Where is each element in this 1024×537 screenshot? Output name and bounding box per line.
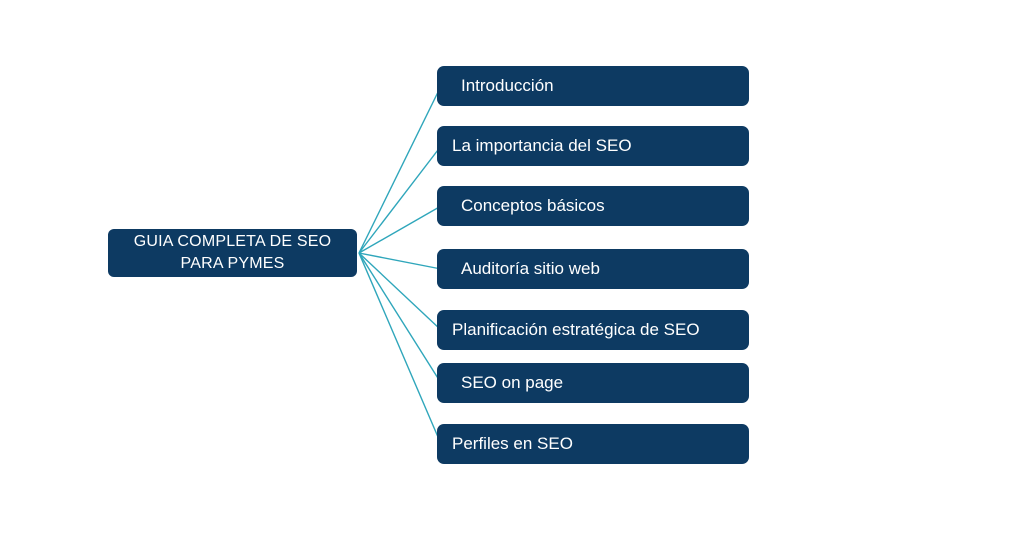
topic-node-label: Conceptos básicos — [461, 196, 605, 215]
topic-node-label: Auditoría sitio web — [461, 259, 600, 278]
connector-line-conceptos — [358, 205, 442, 254]
connector-line-introduccion — [358, 85, 442, 254]
connector-line-planificacion — [358, 252, 442, 331]
connector-line-auditoria — [358, 252, 442, 270]
topic-node-label: La importancia del SEO — [452, 136, 632, 155]
connector-line-importancia — [358, 145, 442, 254]
topic-node-label: Perfiles en SEO — [452, 434, 573, 453]
connector-line-perfiles — [358, 252, 442, 445]
topic-node-planificacion-estrategica[interactable]: Planificación estratégica de SEO — [437, 310, 749, 350]
topic-node-label: Planificación estratégica de SEO — [452, 320, 700, 339]
topic-node-seo-on-page[interactable]: SEO on page — [437, 363, 749, 403]
topic-node-conceptos-basicos[interactable]: Conceptos básicos — [437, 186, 749, 226]
topic-node-importancia-del-seo[interactable]: La importancia del SEO — [437, 126, 749, 166]
connector-line-seo-on-page — [358, 252, 442, 384]
topic-node-label: Introducción — [461, 76, 554, 95]
topic-node-auditoria-sitio-web[interactable]: Auditoría sitio web — [437, 249, 749, 289]
root-node-guia-completa-seo[interactable]: GUIA COMPLETA DE SEO PARA PYMES — [108, 229, 357, 277]
topic-node-perfiles-en-seo[interactable]: Perfiles en SEO — [437, 424, 749, 464]
root-node-label: GUIA COMPLETA DE SEO PARA PYMES — [133, 233, 332, 272]
topic-node-label: SEO on page — [461, 373, 564, 392]
topic-node-introduccion[interactable]: Introducción — [437, 66, 749, 106]
